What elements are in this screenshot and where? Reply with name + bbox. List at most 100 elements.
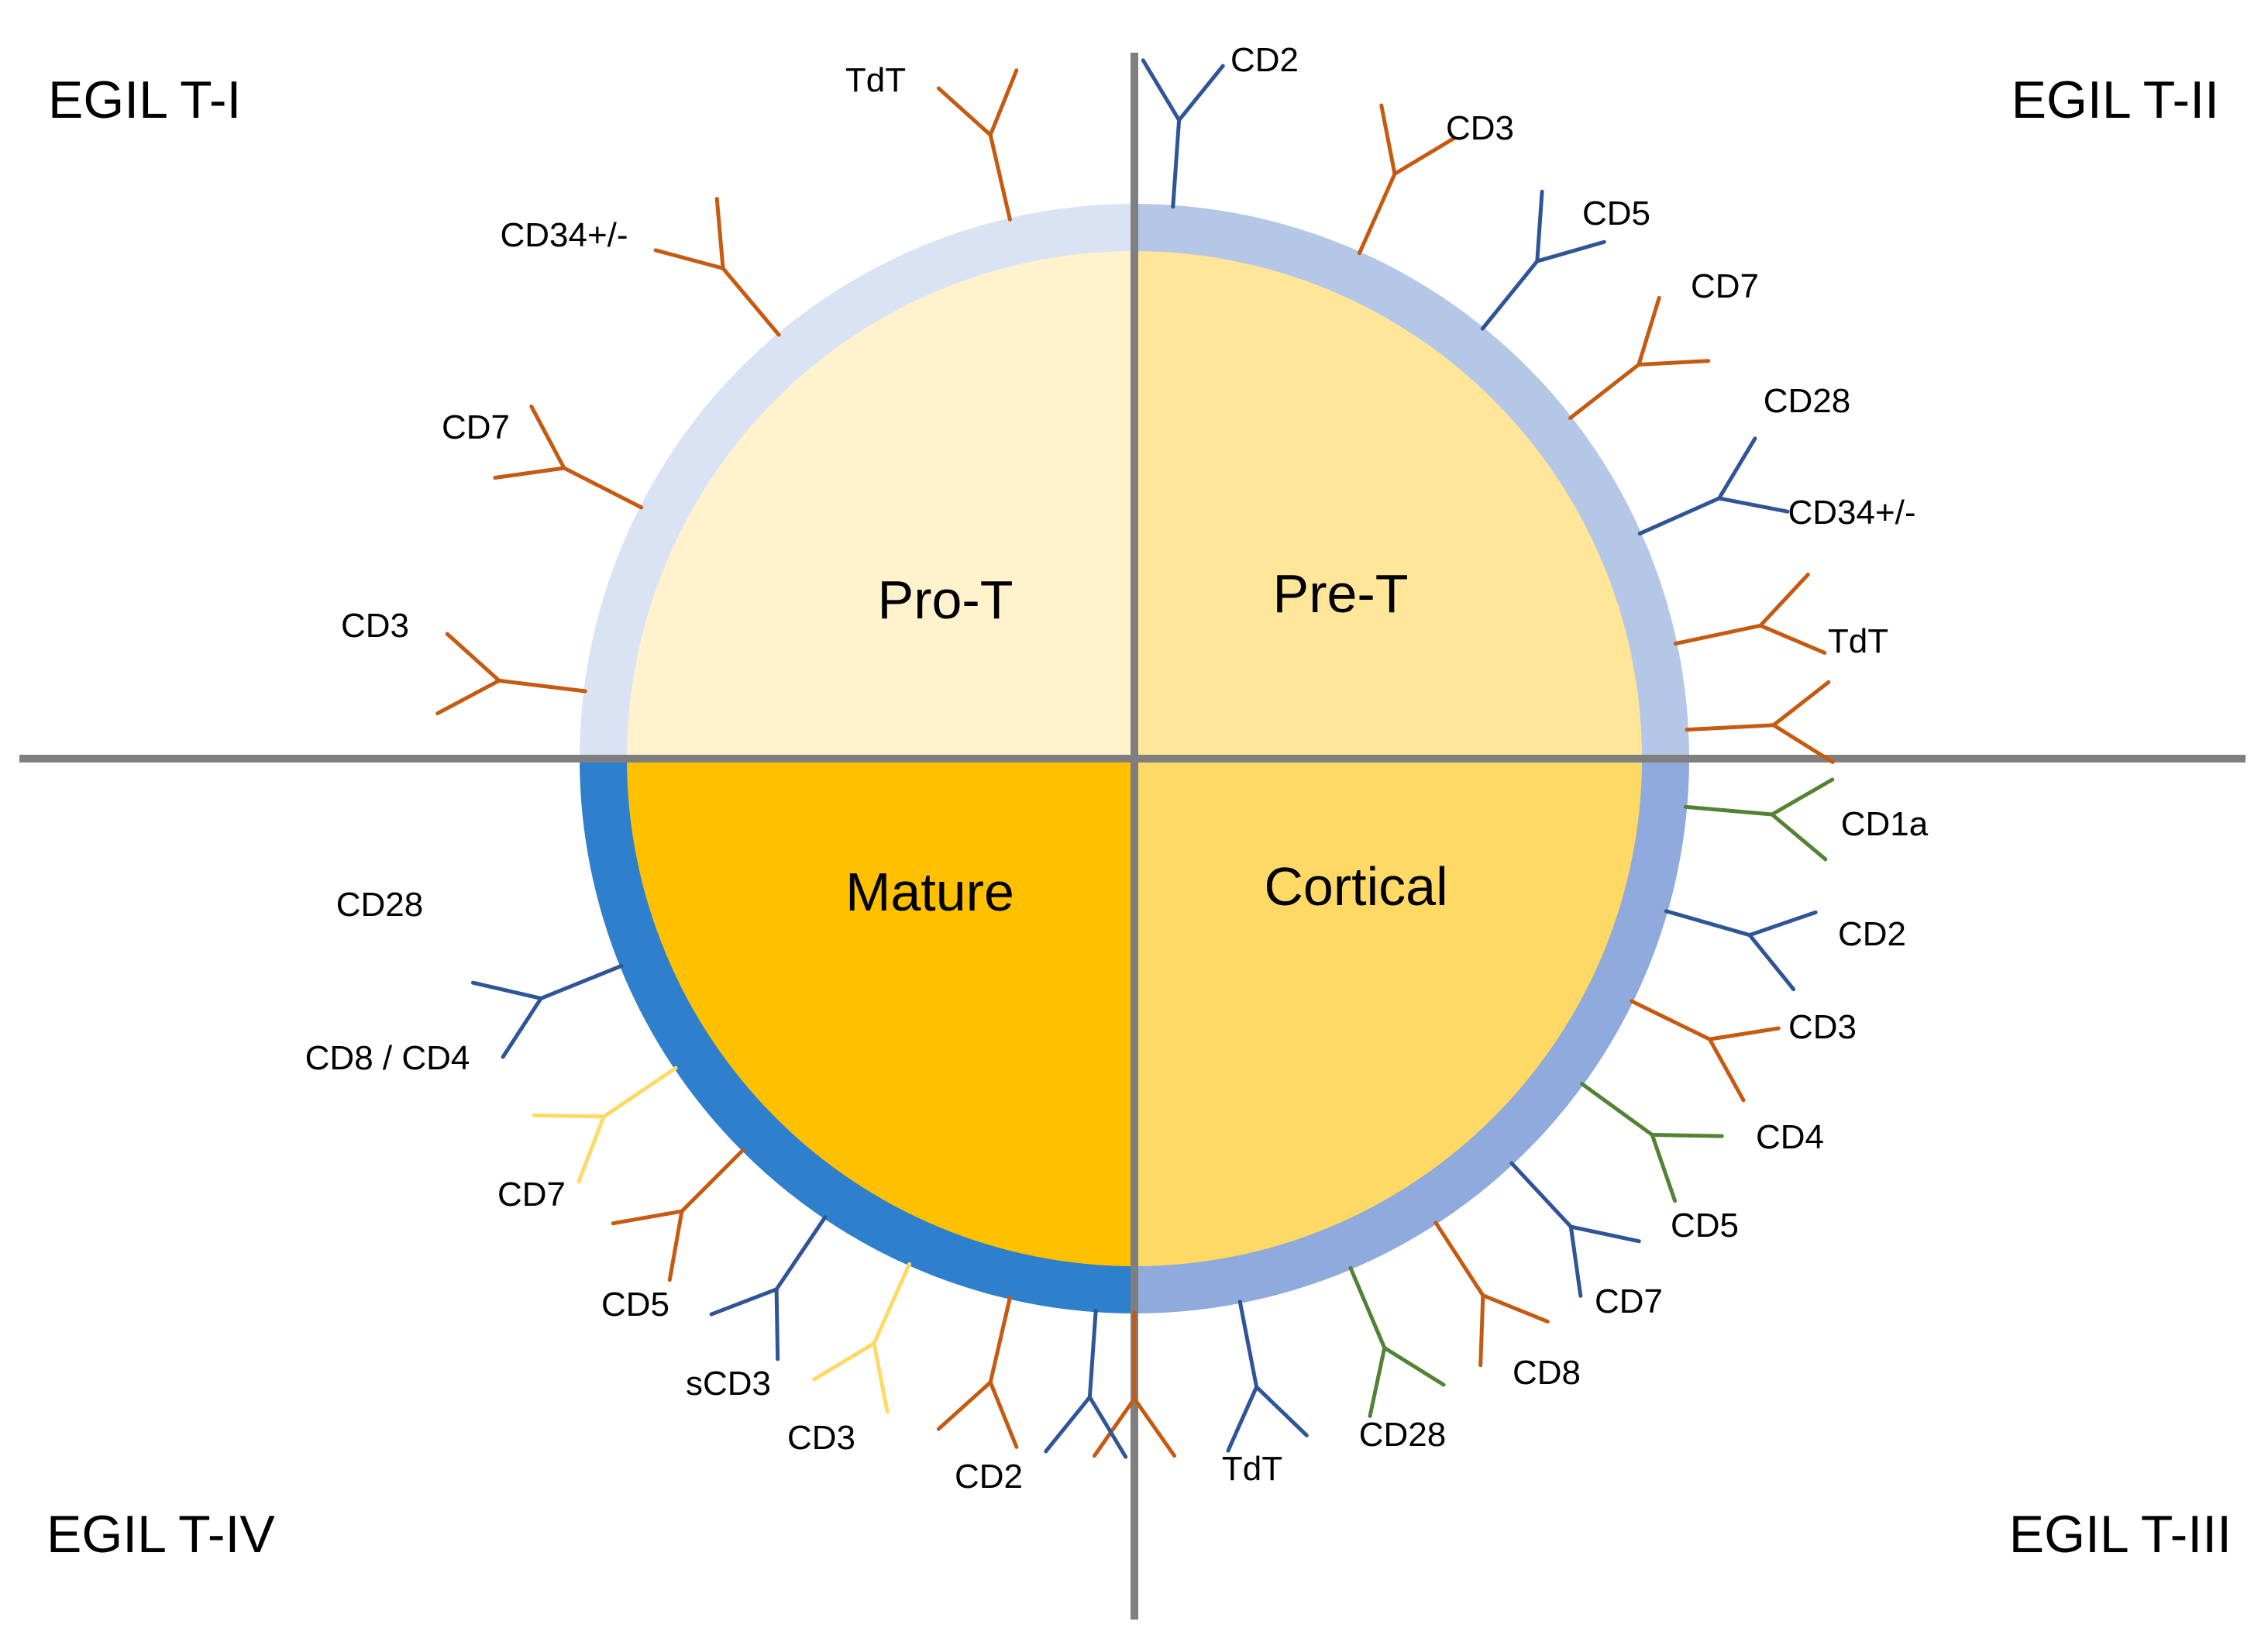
antibody-stem	[1673, 623, 1763, 646]
quadrant-top-left	[627, 251, 1134, 759]
antibody-arm-right	[1650, 1133, 1678, 1203]
marker-label: CD5	[601, 1286, 669, 1324]
antibody-arm-left	[1770, 777, 1835, 817]
antibody-arm-left	[1650, 1133, 1724, 1138]
antibody-stem	[1664, 909, 1752, 938]
antibody-arm-right	[714, 197, 725, 270]
antibody-arm-right	[1535, 239, 1606, 263]
antibody-cd5-icon	[1480, 189, 1606, 331]
antibody-cd7-icon	[493, 405, 644, 510]
antibody-stem	[1433, 1220, 1485, 1298]
antibody-cd8-cd4-icon	[532, 1065, 678, 1184]
marker-label: CD28	[1764, 382, 1851, 420]
marker-label: CD3	[787, 1419, 855, 1457]
marker-label: sCD3	[686, 1365, 771, 1403]
antibody-arm-right	[1226, 1385, 1259, 1453]
antibody-stem	[1685, 723, 1776, 732]
quadrant-bottom-left	[627, 759, 1134, 1266]
antibody-arm-right	[1044, 1395, 1092, 1454]
antibody-arm-left	[1535, 189, 1544, 263]
egil-t3-label: EGIL T-III	[2009, 1505, 2232, 1564]
marker-label: CD2	[1838, 915, 1906, 953]
antibody-cd5-icon	[709, 1215, 828, 1362]
antibody-arm-right	[445, 632, 501, 683]
marker-label: CD5	[1582, 195, 1650, 232]
antibody-stem	[539, 963, 624, 1000]
antibody-cd3-icon	[1357, 103, 1457, 256]
antibody-stem	[1580, 1082, 1654, 1138]
marker-label: CD34+/-	[1788, 494, 1915, 532]
marker-label: CD7	[1595, 1282, 1663, 1320]
antibody-stem	[1480, 259, 1540, 331]
antibody-arm-left	[1771, 680, 1831, 728]
antibody-cd7-icon	[1433, 1220, 1550, 1368]
marker-label: TdT	[1828, 622, 1888, 660]
antibody-cd2-icon	[1664, 909, 1818, 992]
antibody-arm-right	[532, 1113, 606, 1119]
antibody-arm-left	[1132, 1396, 1177, 1458]
antibody-arm-left	[1254, 1385, 1309, 1437]
marker-label: CD4	[1756, 1118, 1824, 1156]
antibody-arm-right	[1368, 1345, 1387, 1418]
marker-label: CD3	[1446, 109, 1514, 147]
antibody-cd4-icon	[1580, 1082, 1724, 1203]
antibody-arm-left	[493, 466, 566, 480]
stage-pre-t-label: Pre-T	[1273, 563, 1409, 624]
antibody-tdt-icon	[1092, 1310, 1177, 1458]
antibody-cd2-icon	[1044, 1308, 1128, 1459]
antibody-arm-right	[1177, 64, 1225, 122]
antibody-stem	[1630, 999, 1712, 1041]
marker-label: TdT	[845, 61, 906, 99]
quadrant-bottom-right	[1134, 759, 1642, 1266]
antibody-arm-right	[1758, 623, 1827, 655]
antibody-cd28-icon	[1226, 1300, 1309, 1453]
egil-t4-label: EGIL T-IV	[46, 1505, 275, 1564]
antibody-cd5-icon	[1509, 1161, 1641, 1298]
cell-quadrants	[627, 251, 1642, 1266]
antibody-cd7-icon	[1568, 295, 1711, 420]
antibody-arm-right	[1478, 1293, 1485, 1368]
antibody-cd2-icon	[1141, 58, 1225, 209]
antibody-scd3-icon	[812, 1262, 912, 1414]
antibody-arm-right	[1636, 359, 1711, 367]
antibody-arm-right	[529, 405, 566, 470]
antibody-arm-right	[611, 1209, 684, 1226]
antibody-arm-left	[1382, 1345, 1446, 1387]
antibody-arm-left	[576, 1114, 606, 1184]
antibody-stem	[1171, 118, 1182, 209]
antibody-arm-right	[936, 1380, 993, 1431]
antibody-arm-right	[1092, 1396, 1137, 1458]
antibody-stem	[872, 1262, 912, 1346]
antibody-stem	[774, 1215, 828, 1292]
egil-t1-label: EGIL T-I	[48, 71, 241, 129]
antibody-stem	[1348, 1265, 1387, 1350]
marker-label: CD7	[1691, 267, 1759, 305]
antibody-arm-left	[1717, 436, 1757, 501]
antibody-stem	[497, 678, 587, 694]
antibody-arm-right	[1707, 1037, 1746, 1103]
antibody-cd3-icon	[435, 632, 587, 716]
antibody-arm-left	[1747, 910, 1818, 938]
antibody-stem	[562, 466, 644, 510]
antibody-arm-left	[1141, 58, 1182, 122]
antibody-cd34--icon	[1673, 572, 1827, 655]
marker-label: CD2	[955, 1458, 1023, 1496]
marker-label: CD28	[336, 886, 424, 924]
antibody-arm-left	[774, 1287, 780, 1362]
marker-label: CD7	[497, 1176, 566, 1214]
antibody-arm-right	[1392, 136, 1457, 176]
antibody-cd7-icon	[611, 1148, 745, 1282]
quadrant-top-right	[1134, 251, 1642, 759]
antibody-cd3-icon	[1630, 999, 1781, 1103]
antibody-arm-right	[812, 1341, 876, 1382]
antibody-arm-right	[1747, 933, 1796, 992]
egil-t2-label: EGIL T-II	[2012, 71, 2219, 129]
antibody-cd8-icon	[1348, 1265, 1446, 1418]
marker-label: CD8	[1513, 1354, 1581, 1392]
antibody-cd1a-icon	[1683, 777, 1835, 862]
marker-label: CD3	[341, 607, 409, 645]
antibody-cd28-icon	[470, 963, 624, 1059]
marker-label: CD7	[442, 408, 510, 446]
stage-mature-label: Mature	[845, 862, 1014, 922]
antibody-stem	[1087, 1308, 1098, 1399]
